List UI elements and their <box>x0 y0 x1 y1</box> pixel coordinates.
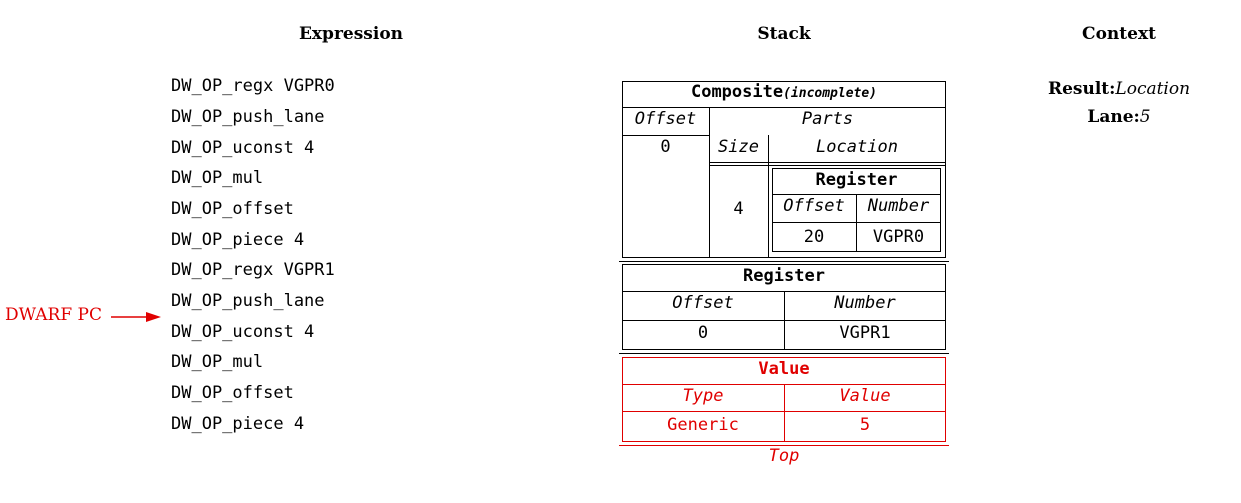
register-row-divider <box>622 320 946 321</box>
value-row-divider <box>622 411 946 412</box>
composite-offset-divider <box>622 135 709 136</box>
expression-op: DW_OP_mul <box>171 352 264 372</box>
value-col-value: Value <box>839 386 891 406</box>
register-col-number: Number <box>834 293 896 313</box>
context-result: Result:Location <box>1048 79 1190 99</box>
stack-separator <box>619 353 949 354</box>
composite-frame <box>622 81 946 258</box>
composite-parts-divider-2 <box>709 165 946 166</box>
composite-title-divider <box>622 107 946 108</box>
expression-op: DW_OP_mul <box>171 168 264 188</box>
expression-header: Expression <box>298 24 404 44</box>
register-col-offset: Offset <box>672 293 734 313</box>
composite-col-parts: Parts <box>801 109 854 129</box>
value-title: Value <box>758 359 810 379</box>
inner-register-row-divider <box>772 222 941 223</box>
stack-top-separator <box>619 445 949 446</box>
stack-top-label: Top <box>768 446 800 466</box>
context-lane: Lane:5 <box>1087 107 1150 127</box>
pc-arrow-icon <box>111 312 161 322</box>
inner-register-title: Register <box>815 170 898 190</box>
stack-separator <box>619 261 949 262</box>
register-title: Register <box>743 266 825 286</box>
value-value-value: 5 <box>859 415 871 435</box>
inner-register-offset-value: 20 <box>803 227 825 247</box>
inner-register-vdivider <box>856 194 857 252</box>
expression-op: DW_OP_regx VGPR0 <box>171 76 335 96</box>
composite-col-offset: Offset <box>634 109 697 129</box>
composite-qualifier: (incomplete) <box>783 86 878 101</box>
composite-col-size: Size <box>718 137 759 157</box>
expression-op: DW_OP_push_lane <box>171 107 325 127</box>
expression-op: DW_OP_uconst 4 <box>171 138 315 158</box>
value-col-type: Type <box>682 386 724 406</box>
expression-op: DW_OP_piece 4 <box>171 230 305 250</box>
composite-size-value: 4 <box>733 199 744 219</box>
expression-op: DW_OP_piece 4 <box>171 414 305 434</box>
inner-register-col-number: Number <box>867 196 930 216</box>
composite-title: Composite <box>690 82 784 102</box>
composite-title-row: Composite(incomplete) <box>622 82 946 102</box>
expression-op: DW_OP_offset <box>171 199 294 219</box>
inner-register-col-offset: Offset <box>783 196 845 216</box>
register-offset-value: 0 <box>697 323 709 343</box>
expression-op: DW_OP_push_lane <box>171 291 325 311</box>
context-result-key: Result: <box>1047 79 1116 99</box>
context-header: Context <box>1082 24 1156 44</box>
composite-size-divider <box>768 135 769 258</box>
stack-header: Stack <box>757 24 811 44</box>
value-vdivider <box>784 384 785 442</box>
expression-op: DW_OP_regx VGPR1 <box>171 260 335 280</box>
context-lane-value: 5 <box>1139 107 1151 127</box>
expression-op: DW_OP_uconst 4 <box>171 322 315 342</box>
expression-op: DW_OP_offset <box>171 383 294 403</box>
context-result-value: Location <box>1115 79 1191 99</box>
inner-register-number-value: VGPR0 <box>872 227 925 247</box>
composite-offset-value: 0 <box>660 137 671 157</box>
register-number-value: VGPR1 <box>839 323 891 343</box>
context-lane-key: Lane: <box>1087 107 1140 127</box>
composite-col-location: Location <box>816 137 898 157</box>
composite-parts-divider <box>709 162 946 163</box>
composite-vdivider <box>709 107 710 258</box>
value-type-value: Generic <box>667 415 739 435</box>
dwarf-pc-label: DWARF PC <box>5 305 102 325</box>
